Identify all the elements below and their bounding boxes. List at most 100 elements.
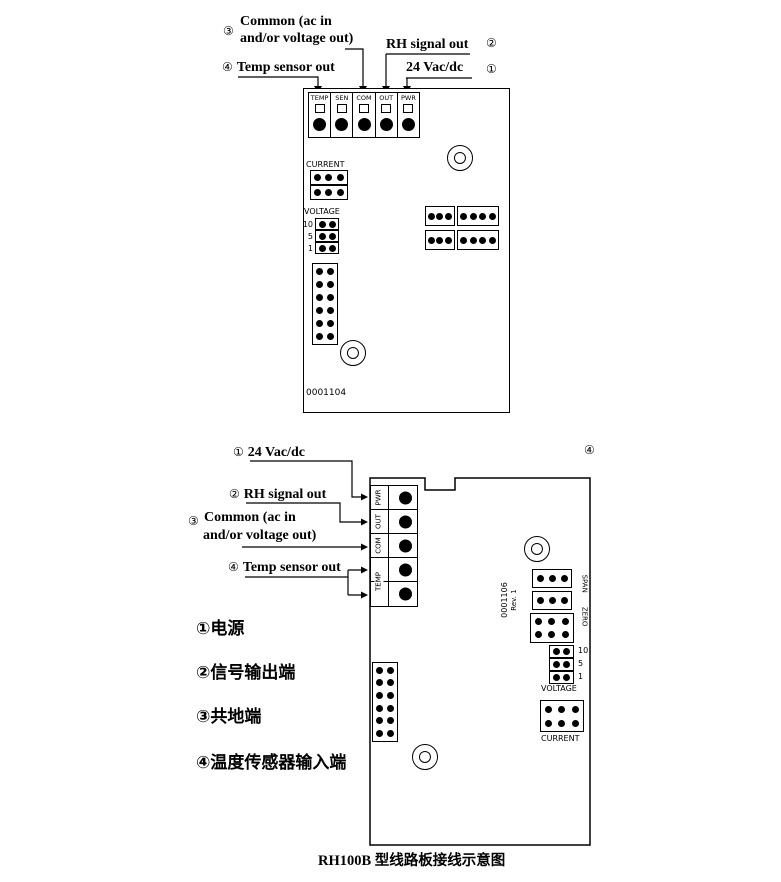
board-rev-text: Rev. 1 bbox=[510, 589, 518, 611]
jumper-pin bbox=[376, 679, 383, 687]
annotation-pwr-top: 24 Vac/dc bbox=[406, 60, 464, 75]
jumper-pin bbox=[318, 220, 326, 228]
terminal-label: SEN bbox=[335, 94, 349, 102]
jumper-pin bbox=[548, 597, 556, 604]
jumper-pin bbox=[376, 692, 383, 700]
corner-marker: ④ bbox=[584, 443, 595, 457]
circled-num-2-top: ② bbox=[486, 36, 497, 50]
arrow-common-bottom bbox=[361, 543, 368, 551]
leader-common-top bbox=[345, 48, 364, 87]
board-id-bottom: 0001106 Rev. 1 bbox=[500, 567, 522, 633]
jumper-pin bbox=[445, 212, 453, 220]
jumper-pin bbox=[460, 236, 468, 244]
cal-jumper-top-a bbox=[425, 206, 455, 226]
jumper-pin bbox=[327, 281, 334, 288]
arrow-pwr-bottom bbox=[361, 493, 368, 501]
screw-terminal bbox=[357, 118, 371, 131]
jumper-pin bbox=[552, 648, 560, 655]
jumper-pin bbox=[316, 294, 323, 301]
arrow-temp2-bottom bbox=[361, 591, 368, 599]
jumper-pin bbox=[548, 618, 556, 625]
leader-pwr-top bbox=[406, 77, 472, 87]
voltage-jumper-top-5 bbox=[315, 230, 339, 242]
jumper-pin bbox=[469, 236, 477, 244]
span-label: SPAN bbox=[580, 574, 589, 593]
zero-label: ZERO bbox=[580, 606, 589, 627]
connector-header-top bbox=[312, 263, 338, 345]
voltage-jumper-bottom-10 bbox=[549, 645, 574, 658]
legend-item-common-ground: ③共地端 bbox=[196, 707, 262, 726]
wire-slot bbox=[359, 104, 369, 113]
terminal-block-bottom: PWR OUT COM TEMP bbox=[370, 485, 418, 607]
jumper-pin bbox=[545, 719, 553, 727]
zero-jumper bbox=[530, 613, 574, 643]
jumper-pin bbox=[535, 618, 543, 625]
screw-terminal bbox=[401, 118, 415, 131]
screw-terminal bbox=[335, 118, 349, 131]
strip-divider bbox=[388, 486, 389, 606]
mounting-hole-top-1 bbox=[447, 145, 473, 171]
jumper-pin bbox=[336, 189, 344, 196]
jumper-pin bbox=[387, 730, 394, 738]
annotation-common-top-line2: and/or voltage out) bbox=[240, 31, 354, 46]
jumper-pin bbox=[314, 174, 322, 181]
terminal-row-out bbox=[371, 510, 417, 534]
jumper-pin bbox=[561, 618, 569, 625]
voltage-row-label-10: 10 bbox=[302, 220, 313, 229]
voltage-label-top: VOLTAGE bbox=[304, 207, 340, 216]
voltage-row-label-1-bottom: 1 bbox=[578, 672, 584, 681]
jumper-pin bbox=[318, 232, 326, 240]
terminal-label: COM bbox=[356, 94, 372, 102]
voltage-row-label-1: 1 bbox=[307, 244, 313, 253]
jumper-pin bbox=[436, 236, 444, 244]
jumper-pin bbox=[316, 320, 323, 327]
terminal-label: PWR bbox=[400, 94, 416, 102]
terminal-label-out: OUT bbox=[374, 514, 383, 529]
jumper-pin bbox=[563, 674, 571, 681]
jumper-pin bbox=[327, 294, 334, 301]
jumper-pin bbox=[469, 212, 477, 220]
screw-terminal bbox=[399, 515, 412, 528]
jumper-pin bbox=[561, 631, 569, 638]
cal-jumper-top-c bbox=[425, 230, 455, 250]
voltage-row-label-10-bottom: 10 bbox=[578, 646, 589, 655]
jumper-pin bbox=[387, 717, 394, 725]
jumper-pin bbox=[552, 661, 560, 668]
annotation-pwr-bottom-text: 24 Vac/dc bbox=[247, 445, 305, 460]
cal-jumper-top-d bbox=[457, 230, 499, 250]
terminal-block-top: TEMP SEN COM OUT PWR bbox=[308, 92, 420, 138]
jumper-pin bbox=[387, 679, 394, 687]
arrow-temp1-bottom bbox=[361, 566, 368, 574]
voltage-row-label-5-bottom: 5 bbox=[578, 659, 584, 668]
jumper-pin bbox=[376, 717, 383, 725]
jumper-pin bbox=[560, 597, 568, 604]
terminal-label-temp: TEMP bbox=[374, 566, 384, 597]
jumper-pin bbox=[325, 189, 333, 196]
jumper-pin bbox=[548, 631, 556, 638]
circled-num-1-bottom: ① bbox=[233, 445, 244, 459]
voltage-label-bottom: VOLTAGE bbox=[541, 684, 577, 693]
jumper-pin bbox=[488, 212, 496, 220]
jumper-pin bbox=[314, 189, 322, 196]
jumper-pin bbox=[436, 212, 444, 220]
terminal-row-com bbox=[371, 534, 417, 558]
jumper-pin bbox=[316, 281, 323, 288]
jumper-pin bbox=[376, 666, 383, 674]
jumper-pin bbox=[316, 268, 323, 275]
current-label-bottom: CURRENT bbox=[541, 734, 580, 743]
circled-num-4-bottom: ④ bbox=[228, 560, 239, 574]
circled-num-2-bottom: ② bbox=[229, 487, 240, 501]
annotation-common-bottom-line2: and/or voltage out) bbox=[203, 528, 317, 543]
terminal-cell-pwr: PWR bbox=[398, 93, 419, 137]
mounting-hole-top-2 bbox=[340, 340, 366, 366]
legend-item-power: ①电源 bbox=[196, 619, 245, 638]
span-jumper-b bbox=[532, 591, 572, 610]
annotation-temp-top-text: Temp sensor out bbox=[236, 60, 335, 75]
jumper-pin bbox=[535, 631, 543, 638]
current-jumper-top-b bbox=[310, 185, 348, 200]
board-id-text: 0001106 bbox=[500, 582, 509, 618]
jumper-pin bbox=[336, 174, 344, 181]
jumper-pin bbox=[318, 244, 326, 252]
jumper-pin bbox=[316, 333, 323, 340]
